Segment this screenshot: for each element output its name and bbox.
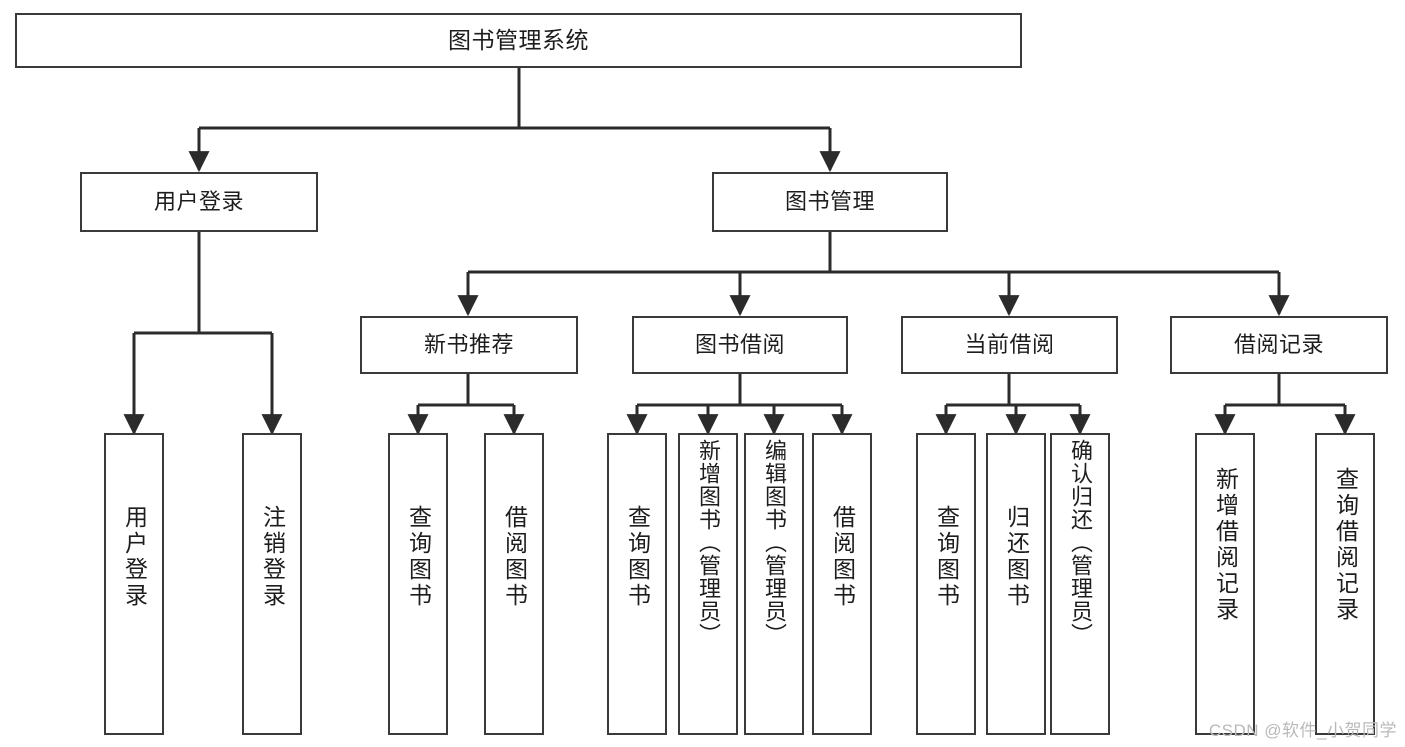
node-user-login[interactable]: 用户登录 xyxy=(80,172,318,232)
leaf-query-book-1-label: 查询图书 xyxy=(405,505,432,609)
leaf-query-book-1[interactable]: 查询图书 xyxy=(388,433,448,735)
node-user-login-label: 用户登录 xyxy=(153,189,244,215)
leaf-add-record[interactable]: 新增借阅记录 xyxy=(1195,433,1255,735)
node-current-borrow[interactable]: 当前借阅 xyxy=(901,316,1118,374)
leaf-user-logout-label: 注销登录 xyxy=(259,505,286,609)
node-borrow-record-label: 借阅记录 xyxy=(1233,332,1324,358)
leaf-user-login[interactable]: 用户登录 xyxy=(104,433,164,735)
leaf-confirm-return[interactable]: 确认归还（管理员） xyxy=(1050,433,1110,735)
leaf-query-record-label: 查询借阅记录 xyxy=(1332,467,1359,623)
leaf-borrow-book-2[interactable]: 借阅图书 xyxy=(812,433,872,735)
leaf-return-book[interactable]: 归还图书 xyxy=(986,433,1046,735)
node-new-book-recommend-label: 新书推荐 xyxy=(423,332,514,358)
node-current-borrow-label: 当前借阅 xyxy=(964,332,1055,358)
node-book-manage-label: 图书管理 xyxy=(784,189,875,215)
leaf-query-book-2[interactable]: 查询图书 xyxy=(607,433,667,735)
leaf-borrow-book-2-label: 借阅图书 xyxy=(829,505,856,609)
node-root-label: 图书管理系统 xyxy=(448,27,589,54)
leaf-query-book-3-label: 查询图书 xyxy=(933,505,960,609)
node-book-borrow-label: 图书借阅 xyxy=(694,332,785,358)
node-root[interactable]: 图书管理系统 xyxy=(15,13,1022,68)
leaf-user-login-label: 用户登录 xyxy=(121,505,148,609)
leaf-borrow-book-1[interactable]: 借阅图书 xyxy=(484,433,544,735)
leaf-query-book-3[interactable]: 查询图书 xyxy=(916,433,976,735)
leaf-add-book-label: 新增图书（管理员） xyxy=(696,439,721,646)
node-borrow-record[interactable]: 借阅记录 xyxy=(1170,316,1388,374)
leaf-edit-book-label: 编辑图书（管理员） xyxy=(762,439,787,646)
leaf-edit-book[interactable]: 编辑图书（管理员） xyxy=(744,433,804,735)
leaf-user-logout[interactable]: 注销登录 xyxy=(242,433,302,735)
node-book-manage[interactable]: 图书管理 xyxy=(712,172,948,232)
node-book-borrow[interactable]: 图书借阅 xyxy=(632,316,848,374)
leaf-confirm-return-label: 确认归还（管理员） xyxy=(1068,439,1093,646)
leaf-query-record[interactable]: 查询借阅记录 xyxy=(1315,433,1375,735)
leaf-borrow-book-1-label: 借阅图书 xyxy=(501,505,528,609)
leaf-add-record-label: 新增借阅记录 xyxy=(1212,467,1239,623)
leaf-query-book-2-label: 查询图书 xyxy=(624,505,651,609)
leaf-return-book-label: 归还图书 xyxy=(1003,505,1030,609)
watermark-text: CSDN @软件_小贺同学 xyxy=(1208,721,1397,740)
node-new-book-recommend[interactable]: 新书推荐 xyxy=(360,316,578,374)
leaf-add-book[interactable]: 新增图书（管理员） xyxy=(678,433,738,735)
